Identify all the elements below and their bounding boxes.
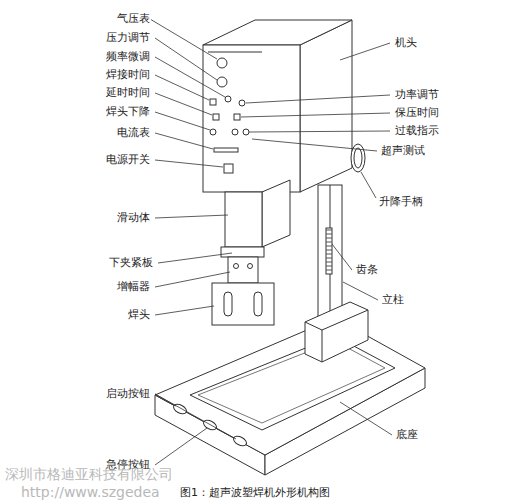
lift-handle bbox=[351, 144, 365, 172]
callout-label: 滑动体 bbox=[116, 212, 151, 224]
callout-label: 机头 bbox=[394, 37, 418, 49]
column-foot bbox=[305, 302, 368, 362]
rack-tooth bbox=[326, 234, 332, 235]
start-button bbox=[232, 434, 248, 448]
callout-label: 频率微调 bbox=[105, 51, 151, 63]
callout-label: 焊接时间 bbox=[105, 69, 151, 81]
callout-label: 延时时间 bbox=[105, 87, 151, 99]
callout-label: 启动按钮 bbox=[105, 388, 151, 400]
rack-tooth bbox=[326, 258, 332, 259]
ammeter bbox=[214, 148, 238, 152]
callout-label: 过载指示 bbox=[394, 125, 440, 137]
rack-tooth bbox=[326, 262, 332, 263]
base-top bbox=[155, 318, 425, 455]
rack-tooth bbox=[326, 254, 332, 255]
callout-label: 电流表 bbox=[116, 127, 151, 139]
callout-label: 压力调节 bbox=[105, 32, 151, 44]
clamp-plate bbox=[221, 247, 264, 257]
head-side bbox=[300, 20, 352, 192]
callout-label: 升降手柄 bbox=[378, 196, 424, 208]
figure-caption: 图1：超声波塑焊机外形机构图 bbox=[180, 487, 330, 499]
callout-label: 齿条 bbox=[355, 264, 379, 276]
callout-label: 电源开关 bbox=[105, 154, 151, 166]
leader-lines bbox=[150, 19, 392, 465]
rack-tooth bbox=[326, 246, 332, 247]
rack-tooth bbox=[326, 250, 332, 251]
rack-tooth bbox=[326, 266, 332, 267]
callout-label: 焊头下降 bbox=[105, 106, 151, 118]
rack-tooth bbox=[326, 238, 332, 239]
callout-label: 功率调节 bbox=[394, 89, 440, 101]
callout-label: 下夹紧板 bbox=[108, 257, 154, 269]
callout-label: 超声测试 bbox=[380, 145, 426, 157]
base-platform bbox=[190, 336, 395, 430]
horn bbox=[212, 283, 274, 325]
slide-side bbox=[262, 180, 290, 247]
head-top bbox=[203, 20, 352, 45]
pressure-knob bbox=[217, 77, 227, 87]
rack-tooth bbox=[326, 270, 332, 271]
booster bbox=[228, 257, 258, 283]
watermark: http://www.szgedea bbox=[20, 484, 161, 500]
power-switch bbox=[224, 164, 233, 173]
callout-label: 增幅器 bbox=[116, 281, 151, 293]
callout-label: 底座 bbox=[395, 429, 419, 441]
pressure-gauge bbox=[217, 58, 227, 68]
callout-label: 保压时间 bbox=[394, 107, 440, 119]
rack bbox=[326, 228, 332, 274]
start-button bbox=[172, 402, 188, 416]
machine-drawing bbox=[155, 20, 425, 475]
control-panel bbox=[203, 45, 300, 192]
watermark: 深圳市格迪亚科技有限公司 bbox=[4, 466, 174, 482]
callout-label: 立柱 bbox=[381, 294, 405, 306]
callout-label: 气压表 bbox=[116, 13, 151, 25]
rack-tooth bbox=[326, 230, 332, 231]
callout-label: 焊头 bbox=[127, 309, 151, 321]
rack-tooth bbox=[326, 242, 332, 243]
slide-body bbox=[225, 192, 262, 247]
